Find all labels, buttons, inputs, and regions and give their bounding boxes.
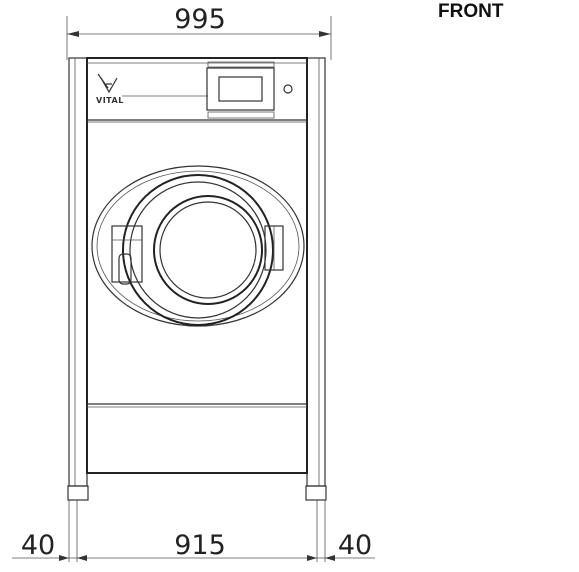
brand-logo: VITAL xyxy=(96,73,208,105)
view-label: FRONT xyxy=(438,1,504,22)
left-leg-width-label: 40 xyxy=(21,530,55,561)
door-assembly xyxy=(91,165,305,327)
power-button-icon xyxy=(283,84,293,94)
right-leg-width-label: 40 xyxy=(338,530,372,561)
overall-width-dimension: 995 xyxy=(66,4,332,60)
overall-width-label: 995 xyxy=(174,4,226,35)
door-handle-icon xyxy=(118,253,132,285)
right-leg xyxy=(305,57,327,501)
brand-name: VITAL xyxy=(96,96,124,105)
inner-width-label: 915 xyxy=(174,530,226,561)
left-leg xyxy=(67,57,89,501)
control-panel xyxy=(206,61,275,119)
machine-body xyxy=(86,57,308,474)
bottom-dimensions: 40 915 40 xyxy=(12,500,375,562)
